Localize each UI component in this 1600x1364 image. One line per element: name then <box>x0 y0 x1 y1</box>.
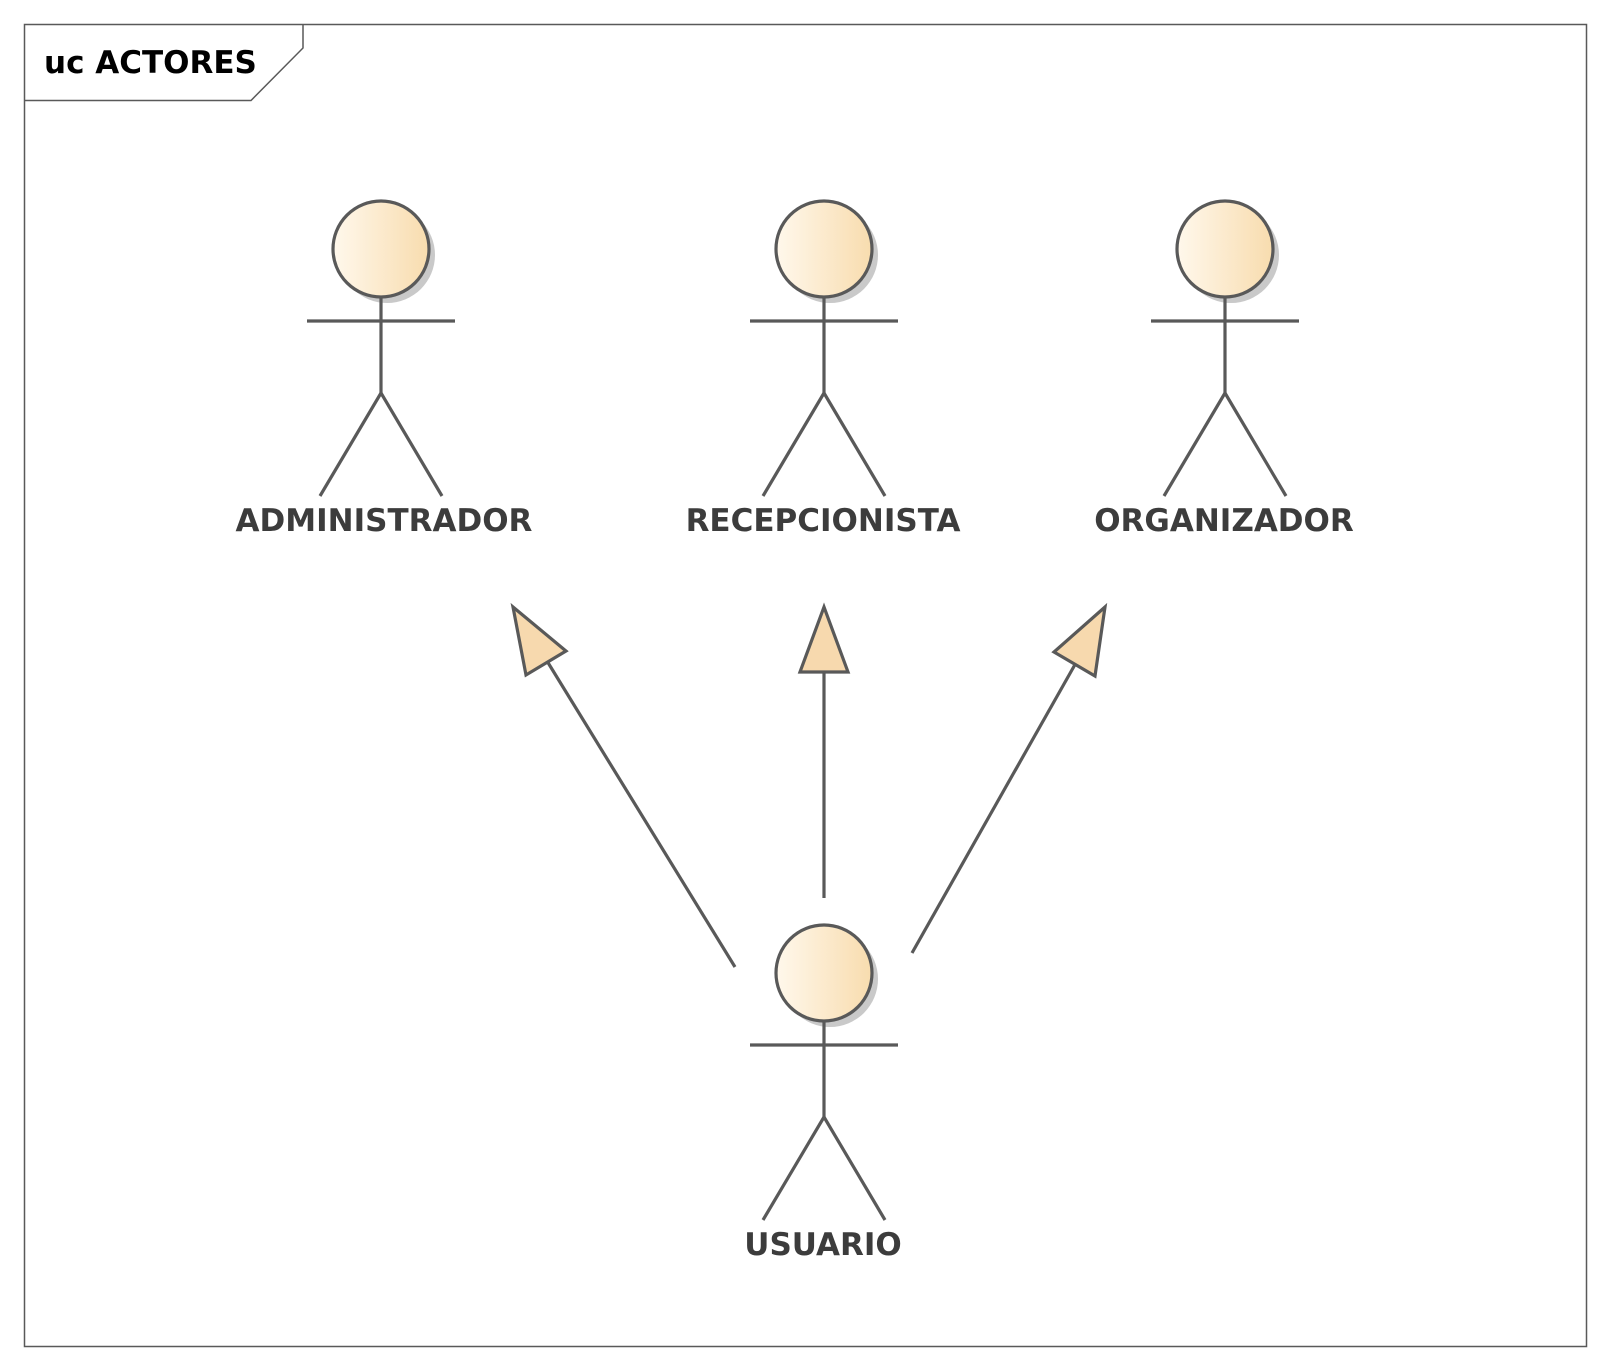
generalization-usuario-recepcionista[interactable] <box>797 602 851 898</box>
diagram-frame: uc ACTORES <box>23 23 1588 1348</box>
generalization-usuario-organizador[interactable] <box>910 602 1108 954</box>
actor-stick-figure-icon <box>750 199 898 497</box>
generalization-arrowhead <box>510 602 569 678</box>
frame-border <box>23 23 1588 1348</box>
actor-label: USUARIO <box>744 1227 901 1263</box>
actor-stick-figure-icon <box>750 923 898 1221</box>
frame-title: uc ACTORES <box>44 45 257 81</box>
actor-recepcionista[interactable]: RECEPCIONISTA <box>686 199 961 539</box>
generalization-arrowhead <box>797 602 851 674</box>
actor-label: ADMINISTRADOR <box>236 503 533 539</box>
actor-organizador[interactable]: ORGANIZADOR <box>1094 199 1354 539</box>
actor-label: ORGANIZADOR <box>1094 503 1354 539</box>
generalization-line <box>910 660 1079 954</box>
actor-administrador[interactable]: ADMINISTRADOR <box>236 199 533 539</box>
generalization-usuario-administrador[interactable] <box>510 602 737 968</box>
frame-title-tab <box>24 24 304 102</box>
actor-stick-figure-icon <box>1151 199 1299 497</box>
actor-usuario[interactable]: USUARIO <box>744 923 902 1263</box>
generalization-arrowhead <box>1051 602 1108 679</box>
actor-stick-figure-icon <box>307 199 455 497</box>
generalization-line <box>545 660 737 968</box>
actor-label: RECEPCIONISTA <box>686 503 961 539</box>
